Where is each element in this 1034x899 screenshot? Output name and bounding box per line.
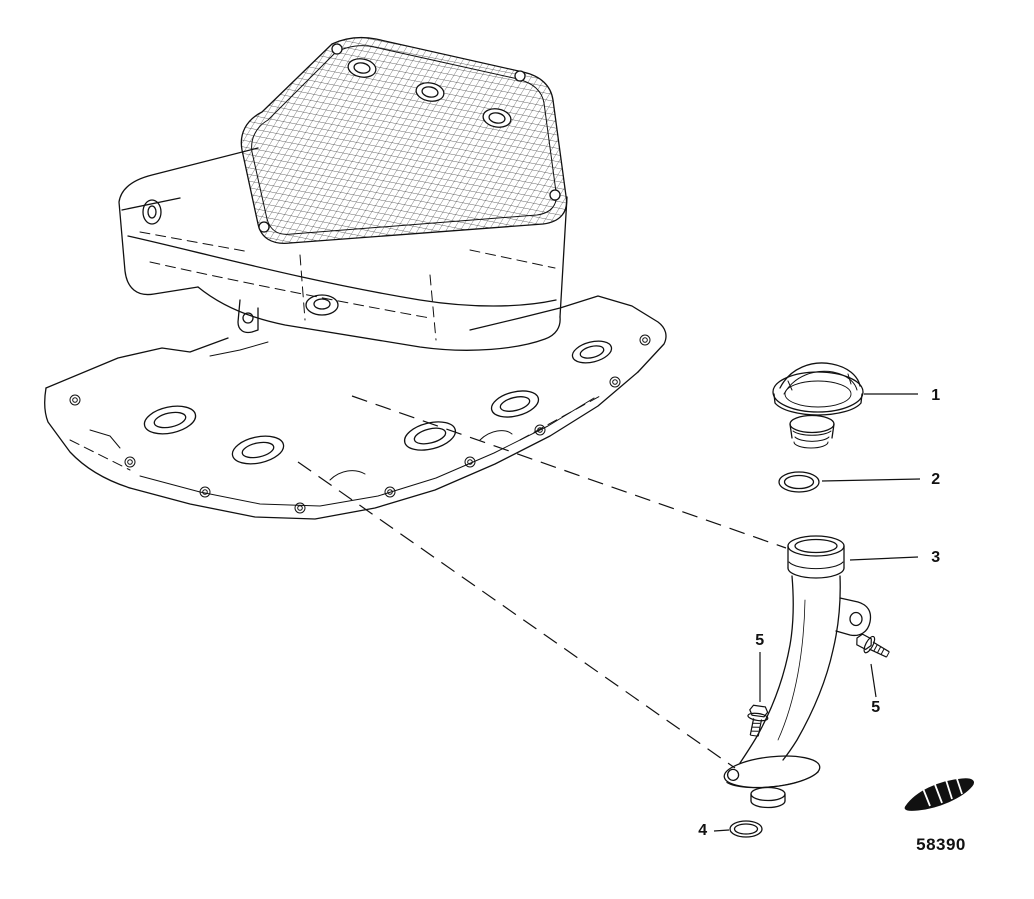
part-oil-fill-cap xyxy=(772,362,864,449)
brand-logo xyxy=(904,778,975,811)
callout-label-5-right: 5 xyxy=(871,699,881,716)
cover-holes xyxy=(347,58,512,128)
manifold-plenum-body xyxy=(118,147,568,351)
callout-label-3: 3 xyxy=(931,549,941,566)
callout-label-4: 4 xyxy=(698,822,708,839)
part-bolt-right xyxy=(856,633,890,658)
part-o-ring-upper xyxy=(778,471,820,493)
part-oil-fill-tube xyxy=(723,535,872,809)
part-bolt-left xyxy=(747,704,769,737)
part-o-ring-lower xyxy=(729,820,763,838)
callout-label-5-left: 5 xyxy=(755,632,765,649)
callout-label-1: 1 xyxy=(931,387,941,404)
part-intake-manifold xyxy=(44,37,667,520)
exploded-view-dashed-lines xyxy=(297,395,787,769)
manifold-base-flange xyxy=(44,295,667,520)
callout-label-2: 2 xyxy=(931,471,941,488)
figure-number: 58390 xyxy=(916,835,966,854)
manifold-ribbed-cover xyxy=(240,37,568,244)
callout-leader-lines xyxy=(713,393,921,832)
